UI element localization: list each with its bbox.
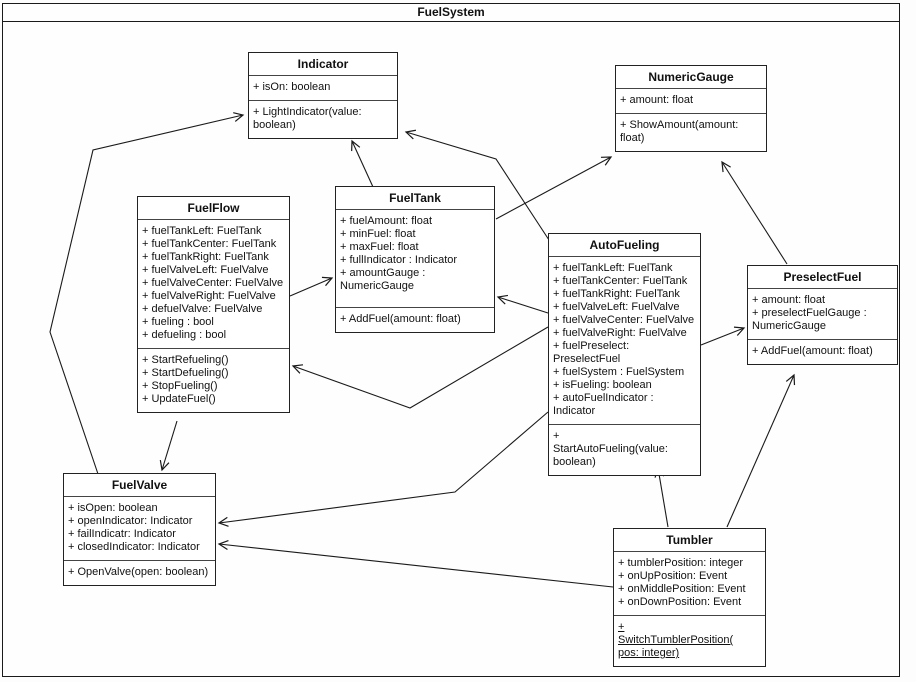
attribute: + fuelValveCenter: FuelValve [553, 314, 695, 326]
method: + AddFuel(amount: float) [340, 313, 461, 325]
attribute: + minFuel: float [340, 228, 416, 240]
class-numericgauge[interactable]: NumericGauge + amount: float + ShowAmoun… [615, 65, 767, 152]
class-title: FuelTank [336, 187, 494, 210]
method: + ShowAmount(amount: float) [620, 119, 739, 144]
attribute: + fuelValveRight: FuelValve [553, 327, 687, 339]
attribute: + fuelAmount: float [340, 215, 433, 227]
attributes-compartment: + tumblerPosition: integer + onUpPositio… [614, 552, 765, 616]
edge-tumbler-autofueling[interactable] [654, 466, 669, 528]
diagram-title: FuelSystem [2, 3, 900, 22]
class-title: NumericGauge [616, 66, 766, 89]
attribute: + onMiddlePosition: Event [618, 583, 746, 595]
attribute: + isFueling: boolean [553, 379, 652, 391]
class-preselectfuel[interactable]: PreselectFuel + amount: float + preselec… [747, 265, 898, 365]
attribute: + fuelTankRight: FuelTank [142, 251, 269, 263]
edge-fueltank-numericgauge[interactable] [495, 156, 613, 220]
methods-compartment: + LightIndicator(value: boolean) [249, 101, 397, 138]
method-static: + SwitchTumblerPosition(pos: integer) [618, 621, 734, 659]
attribute: + isOn: boolean [253, 81, 331, 93]
attribute: + defueling : bool [142, 329, 227, 341]
attribute: + tumblerPosition: integer [618, 557, 744, 569]
class-indicator[interactable]: Indicator + isOn: boolean + LightIndicat… [248, 52, 398, 139]
method: + StartDefueling() [142, 367, 229, 379]
attribute: + autoFuelIndicator : Indicator [553, 392, 654, 417]
attribute: + closedIndicator: Indicator [68, 541, 200, 553]
edge-preselectfuel-numericgauge[interactable] [721, 160, 788, 265]
class-fuelvalve[interactable]: FuelValve + isOpen: boolean + openIndica… [63, 473, 216, 586]
attribute: + isOpen: boolean [68, 502, 158, 514]
class-title: AutoFueling [549, 234, 700, 257]
edge-autofueling-fueltank[interactable] [496, 294, 549, 314]
class-fueltank[interactable]: FuelTank + fuelAmount: float + minFuel: … [335, 186, 495, 333]
method: + StartRefueling() [142, 354, 229, 366]
attributes-compartment: + fuelTankLeft: FuelTank + fuelTankCente… [138, 220, 289, 349]
attribute: + fuelTankCenter: FuelTank [553, 275, 688, 287]
method: + StopFueling() [142, 380, 218, 392]
edge-fuelflow-fuelvalve[interactable] [159, 420, 178, 472]
attribute: + onDownPosition: Event [618, 596, 742, 608]
method: + LightIndicator(value: boolean) [253, 106, 362, 131]
attribute: + fuelValveLeft: FuelValve [553, 301, 680, 313]
class-title: Indicator [249, 53, 397, 76]
class-fuelflow[interactable]: FuelFlow + fuelTankLeft: FuelTank + fuel… [137, 196, 290, 413]
edge-autofueling-fuelvalve[interactable] [217, 411, 549, 527]
attribute: + amount: float [752, 294, 826, 306]
attributes-compartment: + isOpen: boolean + openIndicator: Indic… [64, 497, 215, 561]
methods-compartment: + ShowAmount(amount: float) [616, 114, 766, 151]
methods-compartment: + AddFuel(amount: float) [748, 340, 897, 364]
edge-fuelvalve-indicator[interactable] [49, 112, 245, 475]
class-tumbler[interactable]: Tumbler + tumblerPosition: integer + onU… [613, 528, 766, 667]
class-autofueling[interactable]: AutoFueling + fuelTankLeft: FuelTank + f… [548, 233, 701, 476]
edge-fueltank-indicator[interactable] [351, 139, 374, 188]
attribute: + openIndicator: Indicator [68, 515, 193, 527]
attribute: + amountGauge : NumericGauge [340, 267, 426, 292]
attribute: + fuelValveRight: FuelValve [142, 290, 276, 302]
attribute: + fueling : bool [142, 316, 214, 328]
attribute: + maxFuel: float [340, 241, 419, 253]
method: + UpdateFuel() [142, 393, 216, 405]
edge-autofueling-fuelflow[interactable] [291, 326, 549, 409]
methods-compartment: + SwitchTumblerPosition(pos: integer) [614, 616, 765, 666]
edge-autofueling-indicator[interactable] [404, 129, 550, 241]
attribute: + fullIndicator : Indicator [340, 254, 458, 266]
attributes-compartment: + fuelTankLeft: FuelTank + fuelTankCente… [549, 257, 700, 425]
class-title: FuelFlow [138, 197, 289, 220]
attributes-compartment: + isOn: boolean [249, 76, 397, 101]
attribute: + fuelTankRight: FuelTank [553, 288, 680, 300]
attribute: + failIndicatr: Indicator [68, 528, 176, 540]
attributes-compartment: + fuelAmount: float + minFuel: float + m… [336, 210, 494, 308]
attribute: + fuelTankLeft: FuelTank [142, 225, 262, 237]
method: + OpenValve(open: boolean) [68, 566, 209, 578]
class-title: Tumbler [614, 529, 765, 552]
method: + AddFuel(amount: float) [752, 345, 873, 357]
edge-autofueling-preselectfuel[interactable] [700, 326, 746, 346]
methods-compartment: + AddFuel(amount: float) [336, 308, 494, 332]
attribute: + onUpPosition: Event [618, 570, 728, 582]
edge-tumbler-fuelvalve[interactable] [217, 539, 614, 588]
attribute: + fuelPreselect: PreselectFuel [553, 340, 630, 365]
attribute: + fuelSystem : FuelSystem [553, 366, 685, 378]
method: + StartAutoFueling(value: boolean) [553, 430, 668, 468]
class-title: FuelValve [64, 474, 215, 497]
edge-fuelflow-fueltank[interactable] [289, 276, 334, 297]
attribute: + fuelValveCenter: FuelValve [142, 277, 284, 289]
attribute: + amount: float [620, 94, 694, 106]
class-title: PreselectFuel [748, 266, 897, 289]
attributes-compartment: + amount: float [616, 89, 766, 114]
edge-tumbler-preselectfuel[interactable] [726, 373, 796, 528]
methods-compartment: + OpenValve(open: boolean) [64, 561, 215, 585]
attribute: + fuelTankLeft: FuelTank [553, 262, 673, 274]
methods-compartment: + StartAutoFueling(value: boolean) [549, 425, 700, 475]
attribute: + fuelTankCenter: FuelTank [142, 238, 277, 250]
attribute: + defuelValve: FuelValve [142, 303, 263, 315]
methods-compartment: + StartRefueling() + StartDefueling() + … [138, 349, 289, 412]
attribute: + preselectFuelGauge : NumericGauge [752, 307, 867, 332]
attribute: + fuelValveLeft: FuelValve [142, 264, 269, 276]
attributes-compartment: + amount: float + preselectFuelGauge : N… [748, 289, 897, 340]
